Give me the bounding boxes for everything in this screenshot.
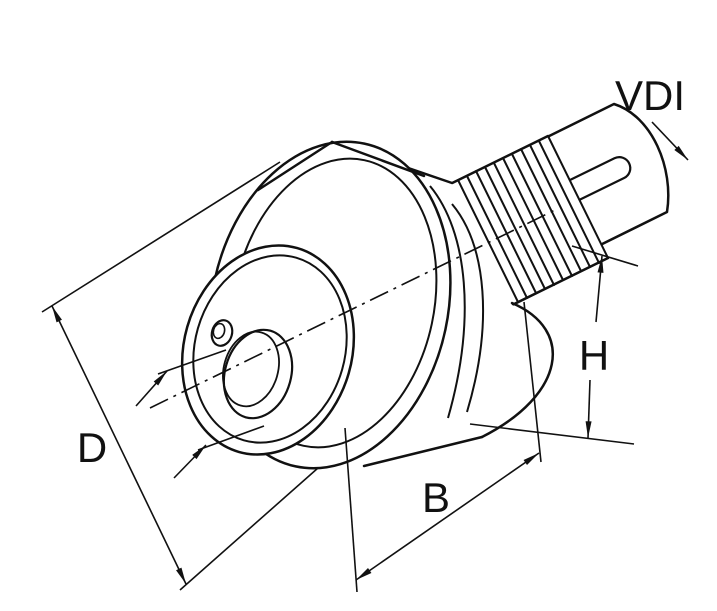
h-dimension-line-lower <box>585 379 592 439</box>
boss-chamfer-rim <box>192 254 348 444</box>
dimension-label-d: D <box>77 424 107 471</box>
front-boss <box>180 244 356 456</box>
vdi-leader-line <box>651 121 689 161</box>
serration-tooth <box>466 175 528 299</box>
dimension-label-vdi: VDI <box>615 72 685 119</box>
centerline <box>149 209 556 409</box>
set-screw-hole <box>210 319 234 347</box>
serration-top-edge <box>438 134 550 191</box>
d-dimension-line <box>51 305 187 585</box>
dimension-label-b: B <box>422 474 450 521</box>
flange-body-junction-arc <box>429 185 466 419</box>
center-bore <box>222 328 294 420</box>
body-step-arc <box>451 203 485 413</box>
bore-extension-line-top <box>157 349 227 375</box>
serration-teeth <box>439 135 609 312</box>
serration-tooth <box>538 140 600 264</box>
dimension-h: H <box>469 245 639 445</box>
h-extension-line-bottom <box>469 423 635 445</box>
serration-tooth <box>547 135 609 259</box>
h-dimension-line-upper <box>595 255 604 323</box>
dimension-b: B <box>344 301 542 593</box>
dimension-d: D <box>41 161 319 591</box>
serration-tooth <box>520 148 582 272</box>
serration-tooth <box>475 170 537 294</box>
center-bore-depth <box>222 330 280 408</box>
h-extension-line-top <box>571 245 639 267</box>
serration-tooth <box>457 179 519 303</box>
serration-tooth <box>511 153 573 277</box>
dimension-label-h: H <box>579 332 609 379</box>
bore-arrow-bottom <box>173 444 207 479</box>
body-back-arc <box>480 301 555 439</box>
bore-arrow-top <box>135 370 168 407</box>
serration-bottom-edge <box>498 256 610 313</box>
serration-tooth <box>502 157 564 281</box>
b-dimension-line <box>355 452 540 581</box>
hex-facet-left <box>256 140 334 192</box>
set-screw-hole-depth <box>212 322 226 340</box>
d-extension-line-bottom <box>179 467 319 591</box>
bore-extension-line-bottom <box>197 425 265 451</box>
d-extension-line-top <box>41 161 281 313</box>
serration-tooth <box>493 162 555 286</box>
dimension-vdi: VDI <box>615 72 689 161</box>
serration-tooth <box>484 166 546 290</box>
serration-tooth <box>529 144 591 268</box>
b-extension-line-left <box>344 427 358 593</box>
hex-facet-right <box>330 140 426 178</box>
b-extension-line-right <box>523 301 542 463</box>
dimension-bore <box>135 349 265 479</box>
